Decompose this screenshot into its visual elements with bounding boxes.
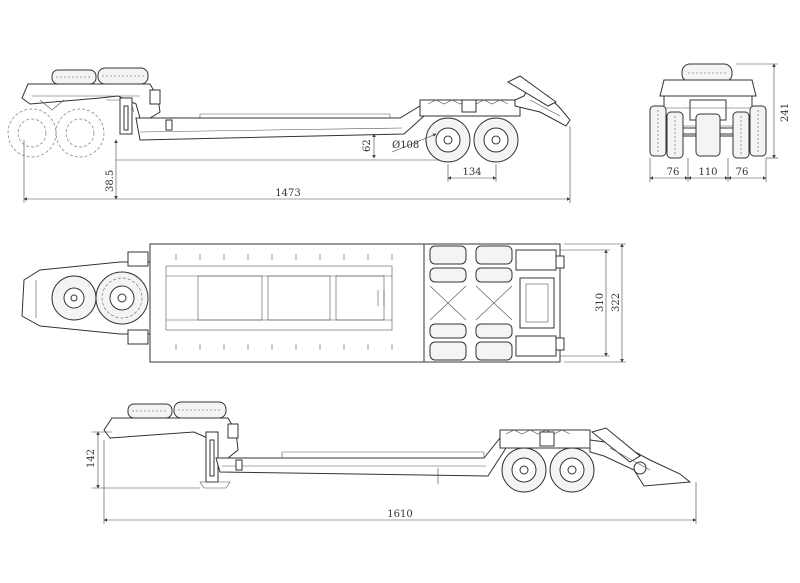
dimension-ground-clearance: 38.5 [105,139,440,200]
rear-view-wheels [649,105,767,159]
dimension-rear-height: 241 [736,63,791,159]
dim-1610-label: 1610 [387,509,412,520]
dimension-wheel-diameter: Ø108 [391,133,437,153]
dim-62-label: 62 [362,139,373,152]
dim-322-label: 322 [611,293,622,312]
bottom-loading-ramps [589,427,692,487]
plan-rear-bogie [423,243,565,363]
plan-deck-marks [175,254,393,350]
dim-241-label: 241 [780,103,791,122]
dim-38-5-label: 38.5 [105,170,116,192]
dim-142-label: 142 [86,449,97,468]
lowboy-deck [135,105,471,141]
dim-76-right-label: 76 [736,167,749,178]
dimension-rear-track: 76 110 76 [649,158,767,182]
dimension-plan-width: 310 322 [560,243,626,363]
dim-1473-label: 1473 [275,188,300,199]
bottom-gooseneck-body [103,417,239,489]
plan-gooseneck [21,251,151,345]
rear-view: 241 76 110 76 [649,63,791,182]
dim-110-label: 110 [698,167,717,178]
plan-view: 310 322 [21,243,626,363]
dim-76-left-label: 76 [667,167,680,178]
dim-108-label: Ø108 [392,140,419,151]
dimension-axle-spacing: 134 [447,164,497,182]
dimension-overall-length-bottom: 1610 [103,440,697,524]
bottom-rear-bogie [499,429,595,493]
tractor-wheels-hidden [7,108,105,158]
side-view-top: 1473 38.5 62 Ø108 134 [7,67,571,203]
dim-134-label: 134 [462,167,481,178]
dimension-coupling-height: 142 [86,431,200,489]
plan-deck [149,243,425,363]
dim-310-label: 310 [595,293,606,312]
bottom-gooseneck-spare-tires [127,401,227,419]
rear-bogie-top [419,99,521,163]
loading-ramps-top [506,75,571,127]
side-view-bottom: 142 1610 [86,401,697,524]
dimension-deck-height: 62 [362,133,376,159]
gooseneck-spare-tires [51,67,149,85]
